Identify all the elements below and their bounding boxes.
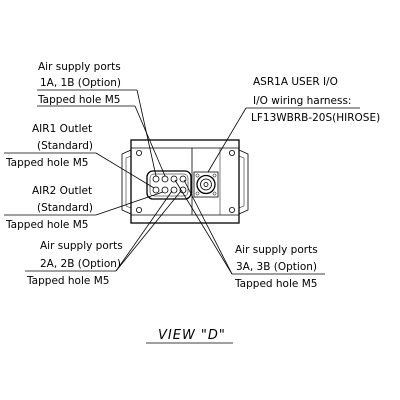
callout-asr1a-user-io: ASR1A USER I/O I/O wiring harness: LF13W… (207, 76, 380, 173)
air-port-2a (170, 186, 178, 194)
leader-line (183, 179, 233, 275)
connector-mount-tr (212, 173, 217, 178)
leader-line (134, 105, 166, 177)
corner-screw-bottom-left (135, 206, 142, 213)
corner-screw-bottom-right (228, 206, 235, 213)
callout-air1-outlet: AIR1 Outlet (Standard) Tapped hole M5 (4, 123, 155, 189)
callout-ports-2a-2b: Air supply ports 2A, 2B (Option) Tapped … (25, 190, 182, 287)
air1-outlet-line1-label: AIR1 Outlet (32, 123, 92, 135)
asr1a-line1-label: ASR1A USER I/O (253, 76, 338, 88)
leader-line (115, 190, 173, 272)
leader-line (115, 190, 182, 272)
connector-mount-br (212, 191, 217, 196)
right-flange-inner (238, 155, 245, 209)
air-port-1a (152, 175, 160, 183)
air1-outlet-line2-label: (Standard) (37, 140, 93, 152)
air-port-3a (170, 175, 178, 183)
ports-1a-1b-line2-label: 1A, 1B (Option) (40, 77, 121, 89)
housing-outline (130, 139, 240, 224)
drawing-view-label-label: VIEW "D" (158, 328, 226, 343)
mechanical-body (121, 139, 249, 224)
callout-ports-1a-1b: Air supply ports 1A, 1B (Option) Tapped … (37, 61, 137, 107)
right-flange (238, 149, 249, 215)
connector-inner-ring (200, 178, 212, 191)
connector-center-pin (203, 182, 209, 187)
drawing-stroke (149, 173, 189, 197)
asr1a-line3-label: LF13WBRB-20S(HIROSE) (251, 112, 380, 124)
air-port-air1 (152, 186, 160, 194)
ports-2a-2b-line2-label: 2A, 2B (Option) (40, 258, 121, 270)
ports-1a-1b-line1-label: Air supply ports (38, 61, 121, 73)
callout-air2-outlet: AIR2 Outlet (Standard) Tapped hole M5 (4, 185, 164, 231)
leader-line (207, 107, 247, 173)
air1-outlet-line3-label: Tapped hole M5 (5, 157, 88, 169)
corner-screw-top-left (135, 149, 142, 156)
ports-1a-1b-line3-label: Tapped hole M5 (37, 94, 120, 106)
view-title: VIEW "D" (146, 328, 233, 344)
ports-2a-2b-line1-label: Air supply ports (40, 240, 123, 252)
leader-line (95, 152, 155, 189)
air2-outlet-line3-label: Tapped hole M5 (5, 219, 88, 231)
ports-3a-3b-line1-label: Air supply ports (235, 244, 318, 256)
ports-3a-3b-line3-label: Tapped hole M5 (234, 278, 317, 290)
connector-mount-tl (195, 173, 200, 178)
air-port-3b (179, 175, 187, 183)
asr1a-line2-label: I/O wiring harness: (253, 95, 351, 107)
air-port-air2 (161, 186, 169, 194)
drawing-stroke (146, 170, 192, 200)
air2-outlet-line2-label: (Standard) (37, 202, 93, 214)
left-flange-inner (125, 155, 132, 209)
ports-2a-2b-line3-label: Tapped hole M5 (26, 275, 109, 287)
drawing-stroke (193, 171, 219, 198)
leaders-ports-1a-1b (134, 89, 166, 177)
corner-screw-top-right (228, 149, 235, 156)
leader-line (95, 191, 164, 216)
io-connector (193, 171, 219, 198)
air-port-1b (161, 175, 169, 183)
callout-ports-3a-3b: Air supply ports 3A, 3B (Option) Tapped … (174, 179, 325, 290)
connector-outer-ring (196, 174, 216, 195)
air2-outlet-line1-label: AIR2 Outlet (32, 185, 92, 197)
leader-line (174, 179, 233, 275)
left-flange (121, 149, 132, 215)
connector-mount-bl (195, 191, 200, 196)
ports-3a-3b-line2-label: 3A, 3B (Option) (236, 261, 317, 273)
